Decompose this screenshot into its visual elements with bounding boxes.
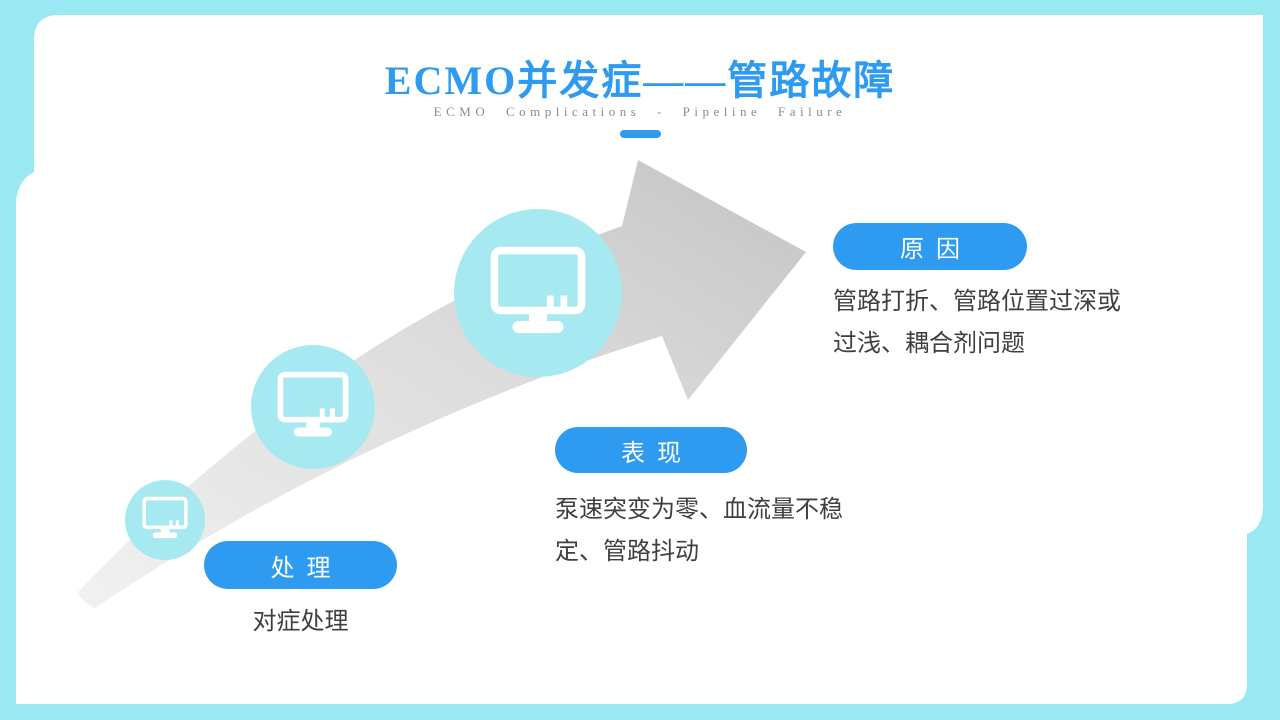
step-label-treatment: 处理 bbox=[204, 541, 397, 589]
page-title: ECMO并发症——管路故障 bbox=[384, 58, 896, 103]
monitor-icon bbox=[490, 246, 586, 341]
step-description-cause: 管路打折、管路位置过深或过浅、耦合剂问题 bbox=[833, 289, 1121, 357]
monitor-icon bbox=[142, 496, 188, 545]
page-subtitle: ECMO Complications - Pipeline Failure bbox=[433, 104, 847, 119]
step-label-cause: 原因 bbox=[833, 223, 1027, 270]
title-underline-bar bbox=[620, 130, 661, 138]
step-label-symptom: 表现 bbox=[555, 427, 747, 473]
step-circle-symptom bbox=[251, 345, 375, 469]
step-description-treatment: 对症处理 bbox=[252, 609, 349, 635]
step-description-symptom: 泵速突变为零、血流量不稳定、管路抖动 bbox=[555, 497, 843, 565]
step-circle-treatment bbox=[125, 480, 205, 560]
step-circle-cause bbox=[454, 209, 622, 377]
monitor-icon bbox=[277, 371, 349, 444]
